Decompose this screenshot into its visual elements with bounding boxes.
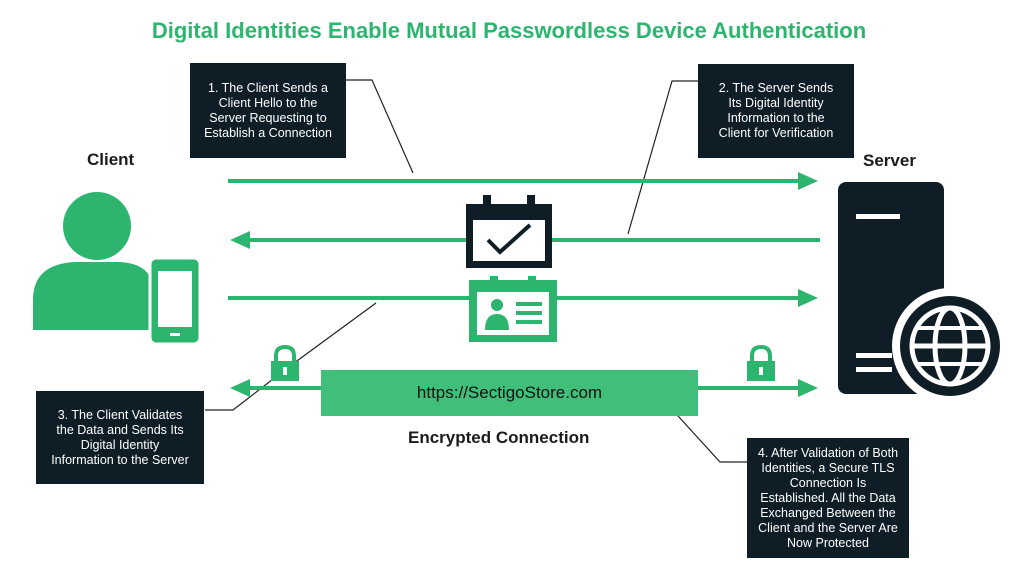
client-label: Client: [87, 150, 135, 169]
callout-step4: 4. After Validation of Both Identities, …: [747, 438, 909, 558]
server-label: Server: [863, 151, 916, 170]
user-icon: [33, 192, 152, 330]
lock-icon: [747, 344, 775, 381]
leader-line-step2: [627, 80, 698, 235]
callout-step1: 1. The Client Sends a Client Hello to th…: [190, 63, 346, 158]
calendar-check-icon: [466, 195, 552, 268]
arrow-client-hello: [228, 172, 818, 190]
callout-step2: 2. The Server Sends Its Digital Identity…: [698, 64, 854, 158]
leader-line-step1: [346, 79, 414, 174]
diagram-title: Digital Identities Enable Mutual Passwor…: [151, 18, 867, 43]
leader-line-step4: [667, 404, 748, 463]
url-bar: https://SectigoStore.com: [321, 370, 698, 416]
id-card-icon: [469, 276, 557, 342]
connection-label: Encrypted Connection: [408, 428, 590, 447]
lock-icon: [271, 344, 299, 381]
phone-icon: [148, 256, 202, 346]
globe-icon: [892, 288, 1008, 404]
callout-step3: 3. The Client Validates the Data and Sen…: [36, 391, 204, 484]
